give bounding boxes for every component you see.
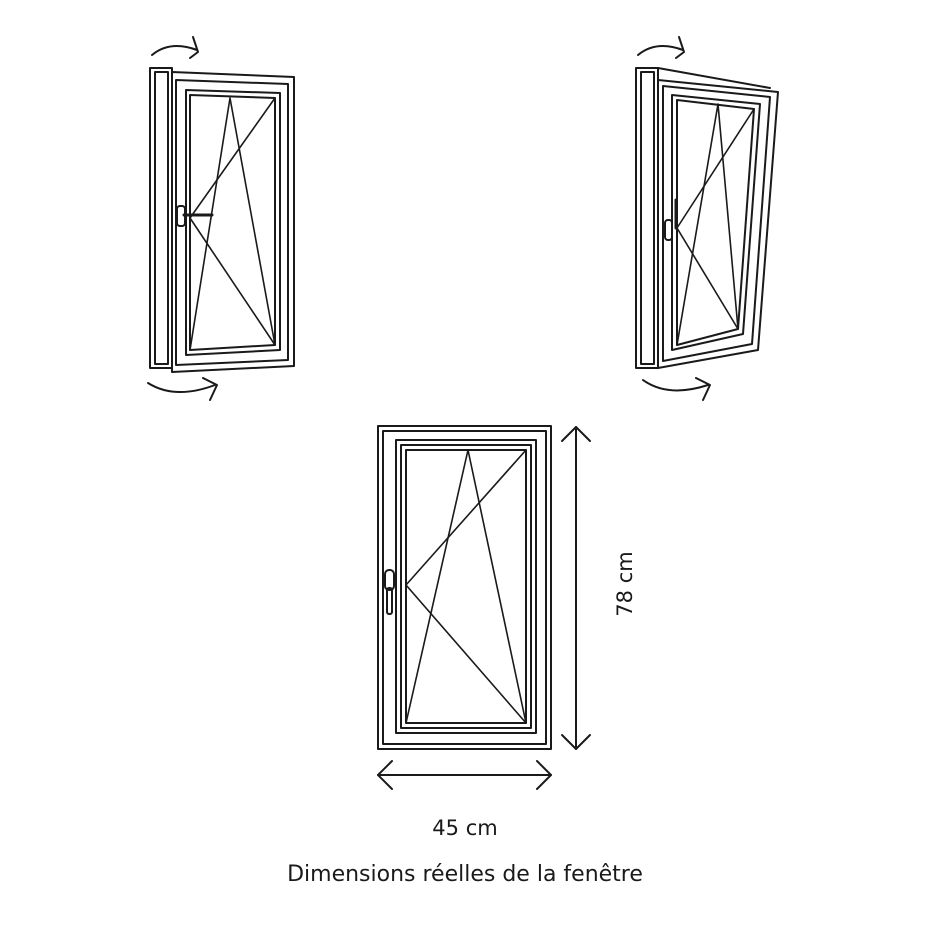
front-window-opening-lines (405, 449, 527, 724)
side-window-opening-lines (189, 97, 276, 351)
tilt-window-rotation-arrows (637, 36, 711, 401)
front-window-frame (377, 425, 552, 750)
window-front-view-icon (377, 425, 552, 750)
front-window-sash (395, 439, 537, 734)
width-label: 45 cm (432, 816, 498, 840)
side-window-rotation-arrows (147, 36, 218, 401)
caption: Dimensions réelles de la fenêtre (287, 862, 643, 887)
front-window-handle (384, 569, 395, 615)
tilt-window-opening-lines (676, 103, 755, 346)
height-label: 78 cm (613, 551, 637, 617)
side-window-frame (149, 67, 173, 369)
window-tilt-opening-icon (635, 36, 779, 401)
window-side-opening-icon (147, 36, 295, 401)
side-window-handle (176, 205, 214, 227)
width-dimension-arrow (377, 760, 552, 790)
height-dimension-arrow (561, 426, 591, 750)
tilt-window-frame (635, 67, 771, 369)
tilt-window-handle (664, 198, 678, 241)
